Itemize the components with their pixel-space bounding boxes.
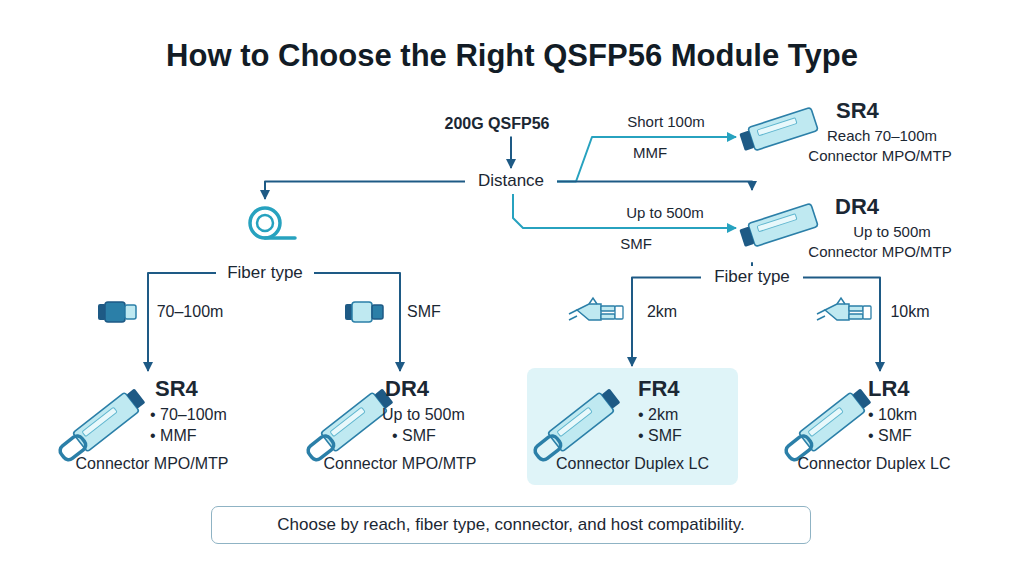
node-text: • SMF <box>392 425 500 447</box>
module-item-highlighted: FR4• 2km• SMF Connector Duplex LC <box>527 368 738 485</box>
edge-label: 2km <box>644 302 680 321</box>
decision-label: Distance <box>468 170 554 193</box>
node-text: Connector Duplex LC <box>527 453 738 475</box>
mpo-connector-icon <box>345 302 383 322</box>
flow-connector <box>557 181 752 190</box>
node-heading: DR4 <box>835 192 966 222</box>
node-heading: Distance <box>468 170 554 193</box>
diagram-title: How to Choose the Right QSFP56 Module Ty… <box>0 38 1024 74</box>
module-item: DR4Up to 500m• SMF Connector MPO/MTP <box>300 374 500 474</box>
caption-note: Choose by reach, fiber type, connector, … <box>211 506 811 544</box>
edge-label: 10km <box>887 302 932 321</box>
flow-connector <box>632 277 701 366</box>
node-heading: 200G QSFP56 <box>437 113 557 135</box>
node-heading: FR4 <box>638 374 738 404</box>
node-heading: LR4 <box>868 374 970 404</box>
node-text: • 10km <box>868 404 970 426</box>
node-heading: DR4 <box>385 374 500 404</box>
flow-connector <box>314 273 400 371</box>
flow-connector <box>803 277 880 371</box>
node-text: • SMF <box>868 425 970 447</box>
edge-label: Up to 500m <box>623 204 707 222</box>
flow-connector <box>557 137 736 181</box>
node-text: Connector Duplex LC <box>778 453 970 475</box>
node-heading: SR4 <box>155 374 252 404</box>
node-text: Connector MPO/MTP <box>794 146 966 166</box>
module-item: DR4Up to 500mConnector MPO/MTP <box>738 192 966 262</box>
fiber-type-node: Fiber type <box>219 200 311 285</box>
node-text: • SMF <box>638 425 738 447</box>
module-item: SR4Reach 70–100mConnector MPO/MTP <box>738 96 966 166</box>
module-item: SR4• 70–100m• MMF Connector MPO/MTP <box>52 374 252 474</box>
node-heading: Fiber type <box>219 262 311 285</box>
node-heading: Fiber type <box>704 266 800 289</box>
flow-connector <box>513 194 736 228</box>
fiber-coil-icon <box>219 200 311 250</box>
flow-connector <box>510 137 512 168</box>
module-item: LR4• 10km• SMF Connector Duplex LC <box>778 374 970 474</box>
flow-connector <box>265 181 465 199</box>
node-text: Reach 70–100m <box>798 126 966 146</box>
edge-label: Short 100m <box>624 113 708 131</box>
node-text: Up to 500m <box>382 404 500 426</box>
lc-duplex-icon <box>569 298 623 320</box>
fiber-label: SMF <box>617 235 655 253</box>
node-text: Connector MPO/MTP <box>300 453 500 475</box>
node-text: • MMF <box>150 425 252 447</box>
flow-connector <box>148 273 216 371</box>
node-text: Up to 500m <box>818 222 966 242</box>
fiber-label: MMF <box>630 144 670 162</box>
node-heading: SR4 <box>836 96 966 126</box>
fiber-type-node: Fiber type <box>704 266 800 289</box>
flow-connector <box>751 262 753 266</box>
node-text: Connector MPO/MTP <box>52 453 252 475</box>
node-text: Connector MPO/MTP <box>794 242 966 262</box>
mpo-connector-icon <box>98 302 136 322</box>
edge-label: 70–100m <box>154 302 227 321</box>
lc-duplex-icon <box>817 298 871 320</box>
edge-label: SMF <box>404 302 444 321</box>
start-label: 200G QSFP56 <box>437 113 557 135</box>
node-text: • 2km <box>638 404 738 426</box>
node-text: • 70–100m <box>150 404 252 426</box>
